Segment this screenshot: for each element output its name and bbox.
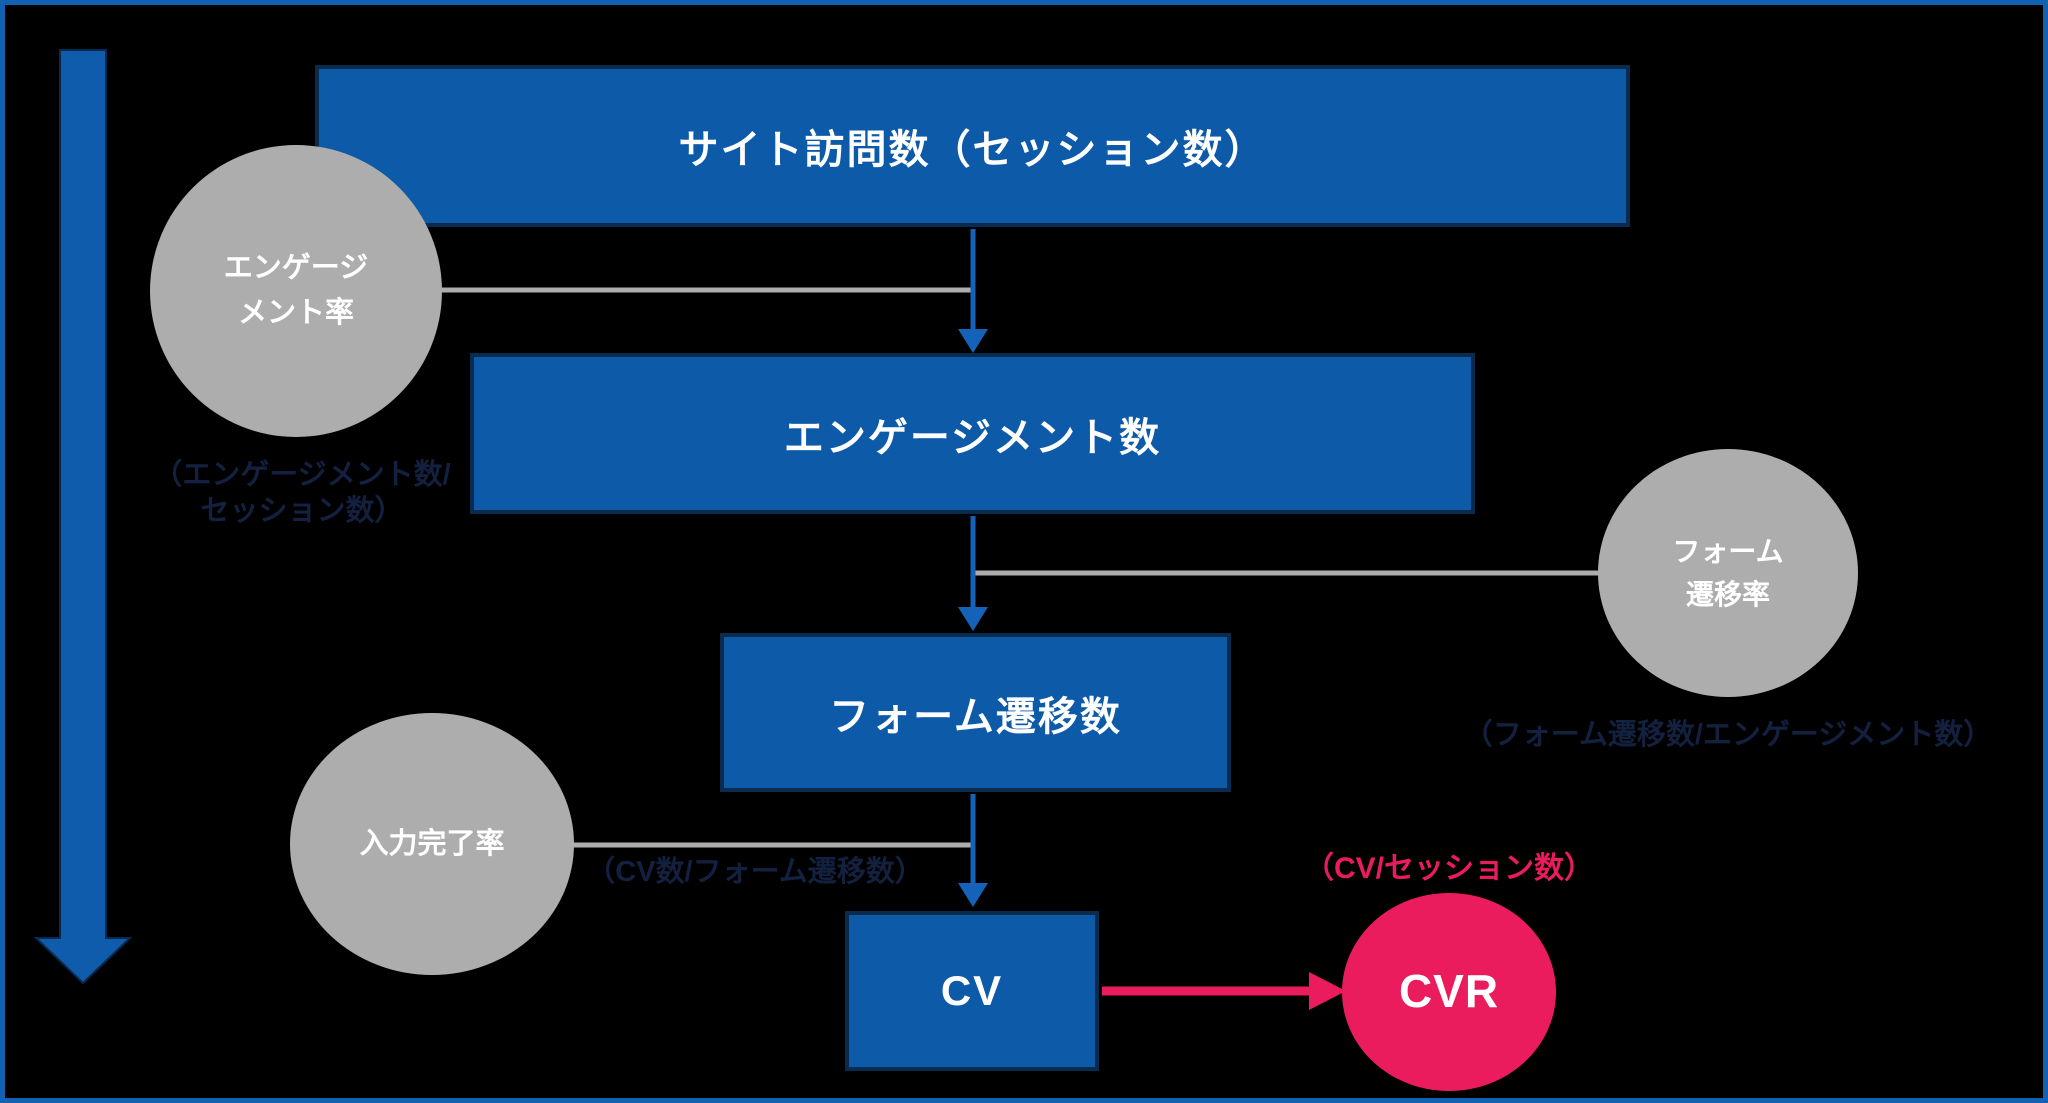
circle-engagement-rate-label-line1: エンゲージ xyxy=(223,252,369,285)
circle-cvr: CVR xyxy=(1342,893,1556,1091)
box-form-transitions: フォーム遷移数 xyxy=(720,633,1231,792)
funnel-flow-down-arrow-icon xyxy=(33,49,133,985)
circle-engagement-rate-label-line2: メント率 xyxy=(237,297,354,329)
circle-form-rate-label-line2: 遷移率 xyxy=(1685,579,1770,610)
circle-engagement-rate: エンゲージ メント率 xyxy=(150,145,442,437)
box-engagement-count-label: エンゲージメント数 xyxy=(783,415,1162,460)
circle-form-rate: フォーム 遷移率 xyxy=(1598,449,1858,697)
formula-cvr: （CV/セッション数） xyxy=(1249,843,1649,887)
down-arrow-engagement-to-form-icon xyxy=(958,516,988,631)
box-cv-label: CV xyxy=(940,967,1004,1014)
formula-cvr-text: （CV/セッション数） xyxy=(1303,852,1594,885)
box-site-sessions-label: サイト訪問数（セッション数） xyxy=(678,128,1267,172)
circle-completion-rate: 入力完了率 xyxy=(290,713,574,975)
circle-form-rate-label-line1: フォーム xyxy=(1672,535,1784,567)
formula-form-rate: （フォーム遷移数/エンゲージメント数） xyxy=(1428,717,2028,753)
down-arrow-form-to-cv-icon xyxy=(958,794,988,907)
formula-completion-rate-text: （CV数/フォーム遷移数） xyxy=(586,856,924,888)
right-arrow-cv-to-cvr-icon xyxy=(1102,972,1346,1010)
formula-form-rate-text: （フォーム遷移数/エンゲージメント数） xyxy=(1463,719,1993,751)
formula-completion-rate: （CV数/フォーム遷移数） xyxy=(555,854,955,890)
circle-completion-rate-label: 入力完了率 xyxy=(359,827,505,860)
box-engagement-count: エンゲージメント数 xyxy=(470,353,1475,514)
circle-cvr-label: CVR xyxy=(1398,965,1500,1018)
formula-engagement-rate: （エンゲージメント数/ セッション数） xyxy=(102,457,502,530)
box-form-transitions-label: フォーム遷移数 xyxy=(829,694,1122,739)
box-site-sessions: サイト訪問数（セッション数） xyxy=(315,65,1630,227)
box-cv: CV xyxy=(845,911,1099,1071)
down-arrow-sessions-to-engagement-icon xyxy=(958,229,988,353)
formula-engagement-rate-line2: セッション数） xyxy=(200,495,404,528)
formula-engagement-rate-line1: （エンゲージメント数/ xyxy=(153,459,451,491)
